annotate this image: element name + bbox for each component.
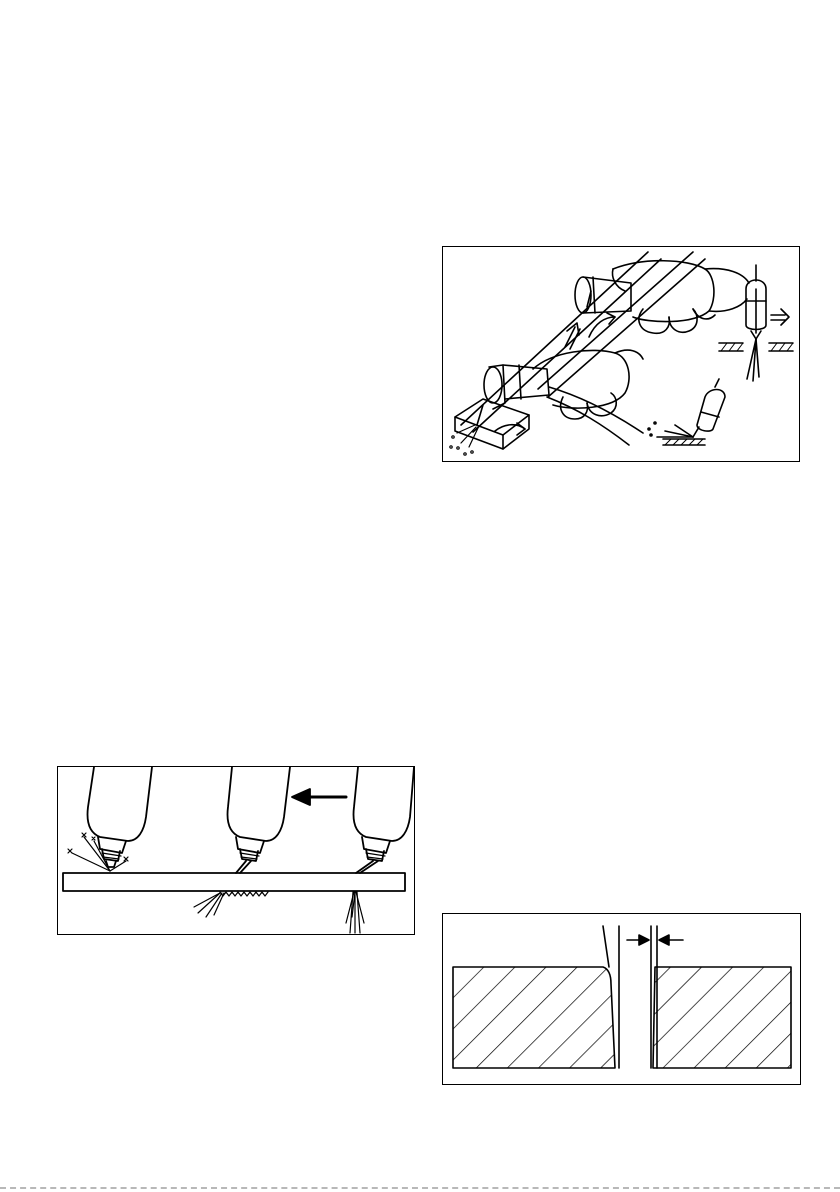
sparks-through <box>346 892 364 933</box>
guide-rail <box>461 252 705 432</box>
torch-right <box>354 767 415 873</box>
kerf-cross-section-icon <box>443 914 800 1084</box>
torch-middle <box>228 767 291 873</box>
tilted-torch-detail <box>648 379 725 445</box>
kerf-width-figure <box>442 913 801 1085</box>
workpiece-left <box>453 967 615 1068</box>
workpiece-plate <box>63 873 405 891</box>
direction-arrow-icon <box>292 789 346 805</box>
lower-torch-hand <box>477 350 643 445</box>
torch-left <box>68 767 152 871</box>
edge-start-figure <box>57 766 415 935</box>
workpiece-right <box>653 967 791 1068</box>
dross-middle <box>194 892 268 917</box>
vertical-torch-detail <box>719 265 793 381</box>
plasma-torch-edge-start-icon <box>58 767 414 934</box>
drag-cutting-figure <box>442 246 800 462</box>
sparks <box>450 425 478 455</box>
plasma-torch-hand-drag-icon <box>443 247 799 461</box>
kerf-dimension-arrows <box>627 935 683 945</box>
bottom-rule <box>0 1187 840 1189</box>
